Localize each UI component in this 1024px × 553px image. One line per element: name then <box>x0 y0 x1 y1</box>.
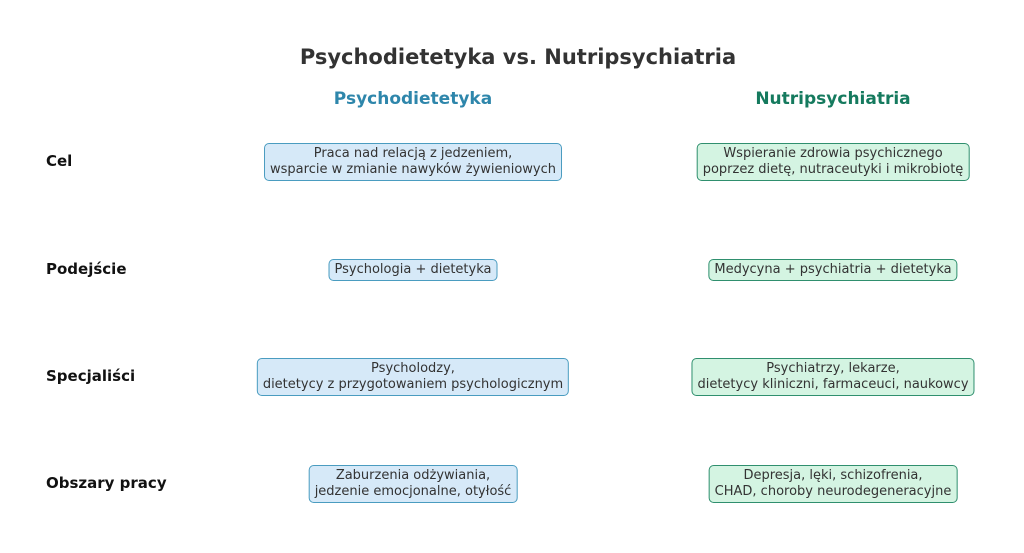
diagram-title: Psychodietetyka vs. Nutripsychiatria <box>299 45 737 69</box>
box-text-line: dietetycy kliniczni, farmaceuci, naukowc… <box>697 377 969 392</box>
column-header-nutripsychiatria: Nutripsychiatria <box>755 89 911 109</box>
psychodietetyka-box: Psychologia + dietetyka <box>328 259 498 281</box>
psychodietetyka-box: Praca nad relacją z jedzeniem,wsparcie w… <box>264 143 562 181</box>
box-text-line: dietetycy z przygotowaniem psychologiczn… <box>262 377 564 392</box>
psychodietetyka-box: Psycholodzy,dietetycy z przygotowaniem p… <box>256 358 570 396</box>
psychodietetyka-box: Zaburzenia odżywiania,jedzenie emocjonal… <box>308 465 518 503</box>
nutripsychiatria-box: Depresja, lęki, schizofrenia,CHAD, choro… <box>708 465 958 503</box>
row-label: Specjaliści <box>46 367 136 385</box>
row-label: Obszary pracy <box>46 474 167 492</box>
nutripsychiatria-box: Psychiatrzy, lekarze,dietetycy kliniczni… <box>691 358 975 396</box>
box-text-line: jedzenie emocjonalne, otyłość <box>314 484 512 499</box>
nutripsychiatria-box: Medycyna + psychiatria + dietetyka <box>708 259 958 281</box>
row-label: Cel <box>46 152 73 170</box>
row-label: Podejście <box>46 260 127 278</box>
box-text-line: Psychiatrzy, lekarze, <box>766 361 900 376</box>
box-text-line: Depresja, lęki, schizofrenia, <box>743 468 923 483</box>
box-text-line: wsparcie w zmianie nawyków żywieniowych <box>270 162 556 177</box>
box-text-line: Praca nad relacją z jedzeniem, <box>313 146 513 161</box>
column-header-psychodietetyka: Psychodietetyka <box>333 89 493 109</box>
box-text-line: Zaburzenia odżywiania, <box>335 468 491 483</box>
box-text-line: CHAD, choroby neurodegeneracyjne <box>714 484 952 499</box>
box-text-line: Medycyna + psychiatria + dietetyka <box>714 262 952 277</box>
box-text-line: Psychologia + dietetyka <box>334 262 492 277</box>
box-text-line: Wspieranie zdrowia psychicznego <box>723 146 943 161</box>
box-text-line: Psycholodzy, <box>371 361 455 376</box>
box-text-line: poprzez dietę, nutraceutyki i mikrobiotę <box>702 162 964 177</box>
